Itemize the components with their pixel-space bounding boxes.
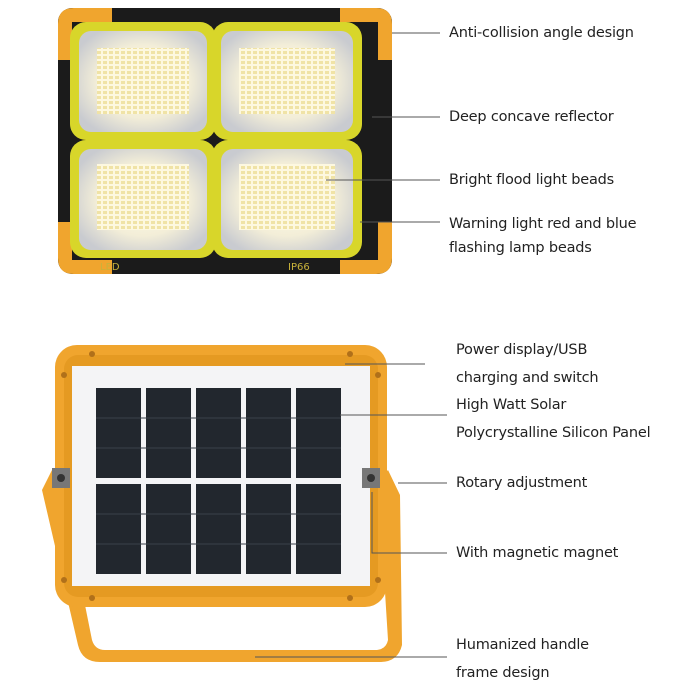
callout-anti-collision: Anti-collision angle design	[449, 21, 634, 45]
callout-light-beads: Bright flood light beads	[449, 168, 614, 192]
callout-magnet: With magnetic magnet	[456, 541, 618, 565]
callout-text: Rotary adjustment	[456, 475, 588, 491]
callout-text: Anti-collision angle design	[449, 25, 634, 41]
callout-text: High Watt Solar	[456, 397, 567, 413]
callout-text: flashing lamp beads	[449, 240, 592, 256]
callout-text: Polycrystalline Silicon Panel	[456, 425, 651, 441]
led-marking: LED	[100, 262, 120, 273]
flood-light-front: LED IP66	[58, 8, 392, 274]
callout-lines	[255, 32, 447, 658]
callout-reflector: Deep concave reflector	[449, 105, 614, 129]
callout-text: Bright flood light beads	[449, 172, 615, 188]
solar-cells	[96, 388, 341, 574]
callout-power-display: Power display/USB charging and switch	[456, 336, 599, 392]
callout-text: Deep concave reflector	[449, 109, 614, 125]
callout-text: charging and switch	[456, 370, 599, 386]
callout-warning-light: Warning light red and blue flashing lamp …	[449, 212, 637, 260]
callout-text: Warning light red and blue	[449, 216, 637, 232]
ip-rating-marking: IP66	[288, 262, 310, 273]
callout-text: With magnetic magnet	[456, 545, 619, 561]
callout-text: Humanized handle	[456, 637, 589, 653]
solar-panel-back	[42, 345, 402, 662]
callout-rotary: Rotary adjustment	[456, 471, 587, 495]
callout-text: frame design	[456, 665, 550, 681]
callout-handle: Humanized handle frame design	[456, 631, 589, 687]
callout-text: Power display/USB	[456, 342, 588, 358]
